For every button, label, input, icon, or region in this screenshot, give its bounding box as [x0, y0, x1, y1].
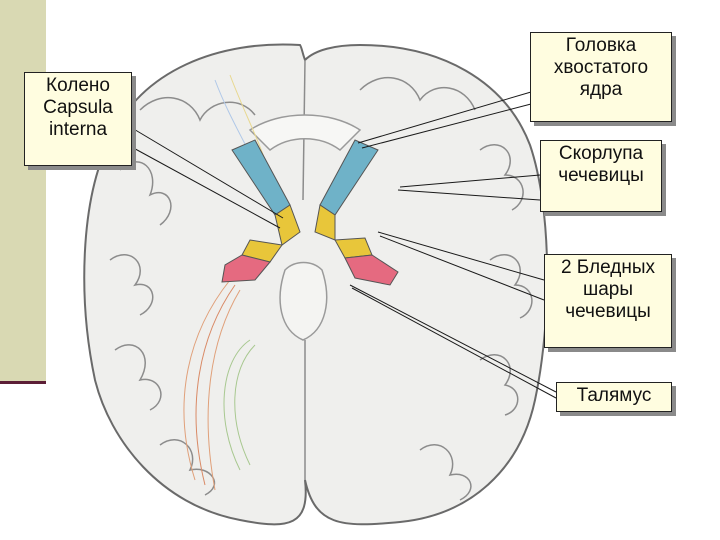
pallidus-left [221, 254, 271, 283]
label-putamen: Скорлупа чечевицы [540, 140, 662, 212]
label-thalamus: Талямус [556, 382, 672, 412]
label-line: Головка [565, 35, 637, 56]
pallidus-right [344, 254, 399, 286]
leader-lines [127, 91, 557, 399]
label-line: 2 Бледных [560, 257, 656, 278]
label-capsule-knee: Колено Capsula interna [24, 72, 132, 166]
label-line: Талямус [576, 385, 652, 406]
label-line: хвостатого [553, 57, 649, 78]
label-caudate-head: Головка хвостатого ядра [530, 32, 672, 122]
thalamus-region [279, 261, 328, 341]
side-decoration-band [0, 0, 46, 382]
label-line: чечевицы [565, 301, 651, 322]
label-line: Capsula [43, 97, 113, 118]
label-globus-pallidus: 2 Бледных шары чечевицы [544, 254, 672, 348]
side-decoration-line [0, 381, 46, 384]
label-line: ядра [579, 79, 623, 100]
capsule-knee-left [274, 204, 301, 246]
lateral-ventricle [248, 114, 362, 151]
label-line: Колено [46, 75, 110, 96]
capsule-knee-right [314, 204, 336, 241]
label-line: чечевицы [558, 165, 644, 186]
label-line: шары [582, 279, 634, 300]
label-line: interna [48, 119, 108, 140]
label-line: Скорлупа [558, 143, 644, 164]
